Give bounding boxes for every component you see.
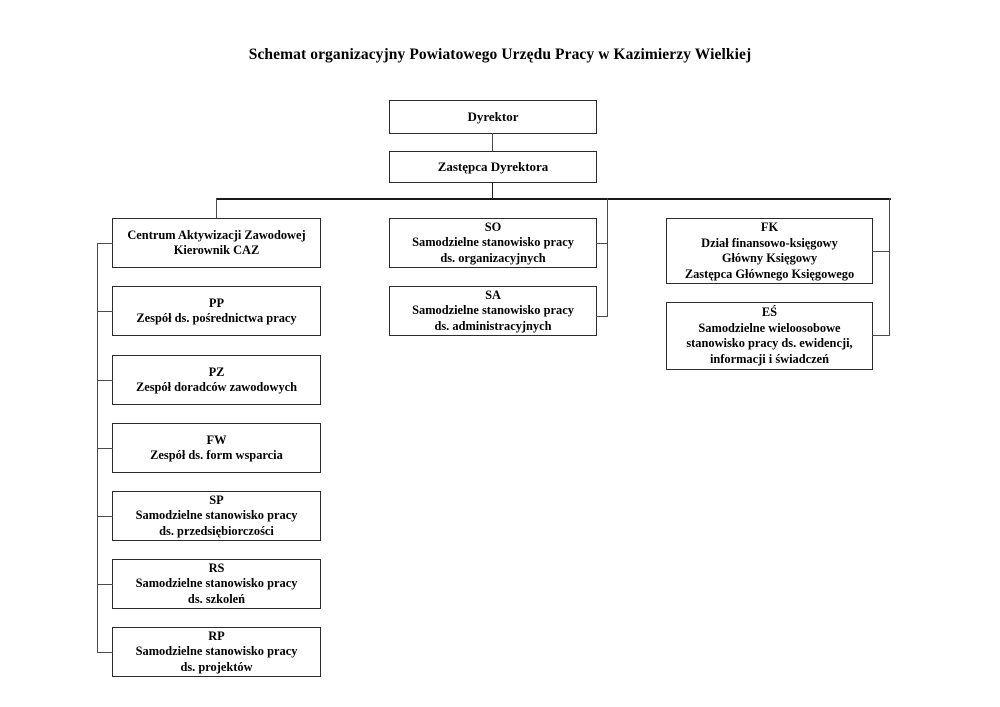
connector-dyrektor-zastepca bbox=[492, 133, 494, 152]
node-pp: PP Zespół ds. pośrednictwa pracy bbox=[112, 286, 321, 336]
node-pz: PZ Zespół doradców zawodowych bbox=[112, 355, 321, 405]
connector-left-stub-pz bbox=[97, 380, 113, 382]
connector-middle-stub-sa bbox=[596, 316, 608, 318]
node-rs: RS Samodzielne stanowisko pracy ds. szko… bbox=[112, 559, 321, 609]
connector-left-stub-fw bbox=[97, 448, 113, 450]
page-title: Schemat organizacyjny Powiatowego Urzędu… bbox=[248, 46, 752, 63]
node-zastepca-dyrektora: Zastępca Dyrektora bbox=[389, 151, 597, 183]
connector-middle-spine bbox=[607, 198, 609, 317]
node-dyrektor: Dyrektor bbox=[389, 100, 597, 134]
node-caz: Centrum Aktywizacji Zawodowej Kierownik … bbox=[112, 218, 321, 268]
connector-right-stub-fk bbox=[872, 251, 890, 253]
node-so: SO Samodzielne stanowisko pracy ds. orga… bbox=[389, 218, 597, 268]
node-sp: SP Samodzielne stanowisko pracy ds. prze… bbox=[112, 491, 321, 541]
connector-middle-stub-so bbox=[596, 243, 608, 245]
node-es: EŚ Samodzielne wieloosobowe stanowisko p… bbox=[666, 302, 873, 370]
connector-left-stub-rs bbox=[97, 584, 113, 586]
node-fw: FW Zespół ds. form wsparcia bbox=[112, 423, 321, 473]
connector-left-stub-caz bbox=[97, 243, 113, 245]
connector-main-bus bbox=[216, 198, 891, 200]
connector-left-stub-sp bbox=[97, 516, 113, 518]
connector-zastepca-to-bus bbox=[492, 182, 494, 200]
node-fk: FK Dział finansowo-księgowy Główny Księg… bbox=[666, 218, 873, 284]
connector-left-stub-pp bbox=[97, 311, 113, 313]
connector-right-spine bbox=[889, 198, 891, 335]
connector-bus-left-drop bbox=[216, 198, 218, 218]
connector-left-stub-rp bbox=[97, 652, 113, 654]
node-rp: RP Samodzielne stanowisko pracy ds. proj… bbox=[112, 627, 321, 677]
connector-right-stub-es bbox=[872, 335, 890, 337]
node-sa: SA Samodzielne stanowisko pracy ds. admi… bbox=[389, 286, 597, 336]
